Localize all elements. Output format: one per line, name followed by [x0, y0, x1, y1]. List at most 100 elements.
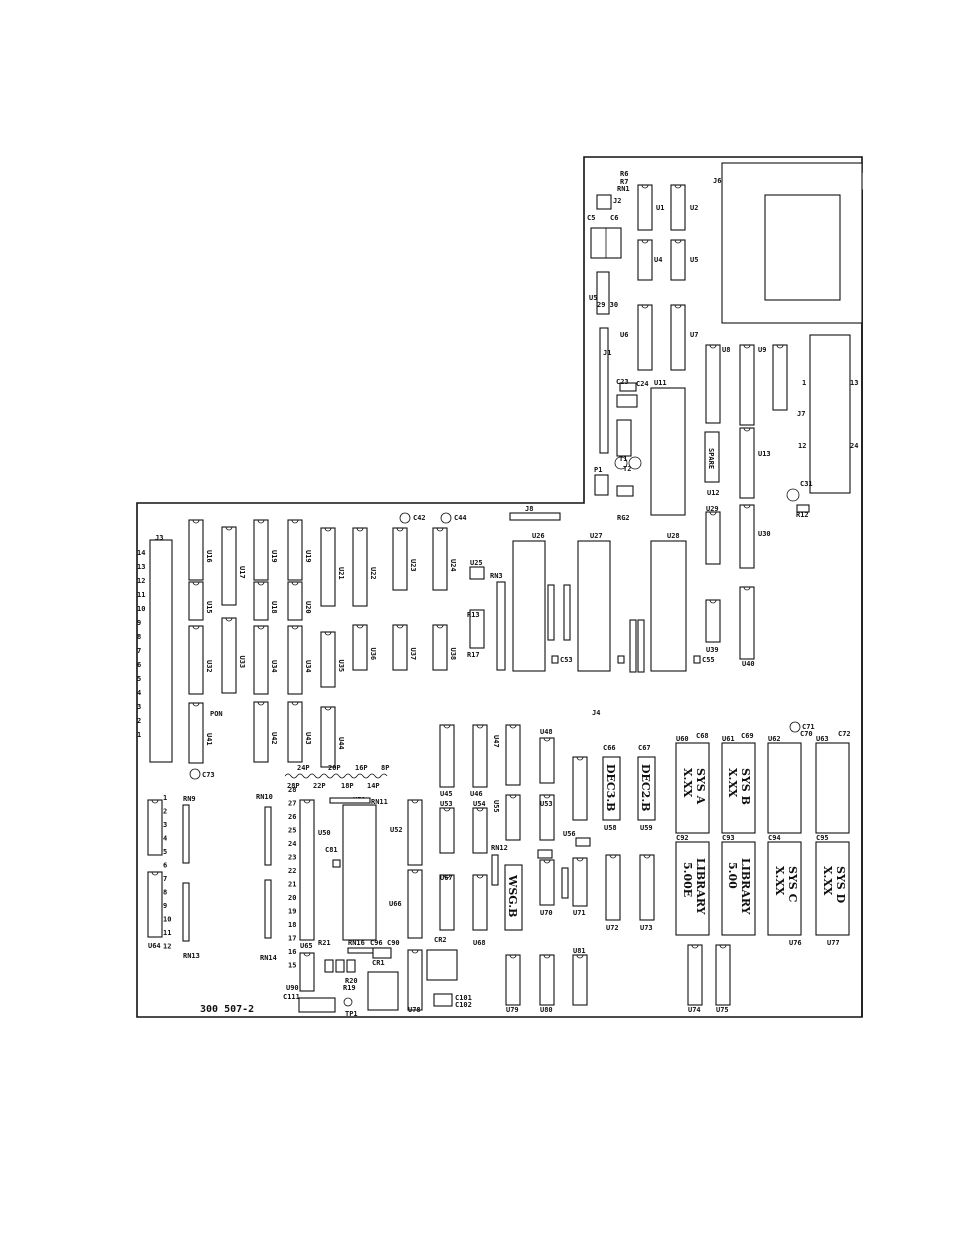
- svg-text:24P: 24P: [297, 764, 310, 772]
- connector-j1: [599, 327, 609, 454]
- ic-label: U13: [758, 450, 771, 458]
- rom-sys-a-label: SYS A: [694, 768, 707, 805]
- ic-u43: [287, 701, 303, 763]
- svg-text:P1: P1: [594, 466, 602, 474]
- svg-text:U26: U26: [532, 532, 545, 540]
- ic-u42: [253, 701, 269, 763]
- ic-chip: [772, 344, 788, 411]
- j3-pin-number: 12: [137, 577, 145, 585]
- svg-text:R19: R19: [343, 984, 356, 992]
- ic-u56: [572, 756, 588, 821]
- rom-dec3-label: DEC3.B: [604, 764, 617, 811]
- j3-pin-number: 4: [137, 689, 141, 697]
- ic-u40: [739, 586, 755, 660]
- svg-text:C111: C111: [283, 993, 300, 1001]
- j3-pin-number: 11: [137, 591, 145, 599]
- ic-u36: [352, 624, 368, 671]
- svg-text:U27: U27: [590, 532, 603, 540]
- svg-text:18P: 18P: [341, 782, 354, 790]
- ic-label: U24: [449, 559, 457, 572]
- ic-u19: [287, 519, 303, 581]
- ic-u68: [472, 874, 488, 931]
- ic-label: U29: [706, 505, 719, 513]
- j7-label: J7: [797, 410, 805, 418]
- ic-u79: [505, 954, 521, 1006]
- ic-label: U65: [300, 942, 313, 950]
- ic-label: U50: [318, 829, 331, 837]
- ic-u51: [342, 804, 377, 941]
- ic-label: U4: [654, 256, 662, 264]
- ic-u18: [253, 581, 269, 621]
- svg-text:U77: U77: [827, 939, 840, 947]
- ic-label: U70: [540, 909, 553, 917]
- ic-u30: [739, 504, 755, 569]
- pon-label: PON: [210, 710, 223, 718]
- svg-text:T2: T2: [623, 465, 631, 473]
- svg-text:U58: U58: [604, 824, 617, 832]
- ic-label: U44: [337, 737, 345, 750]
- ic-u16: [188, 519, 204, 581]
- svg-text:20P: 20P: [328, 764, 341, 772]
- ic-u48: [539, 737, 555, 784]
- socket-pin-number: 17: [288, 935, 296, 943]
- svg-text:C55: C55: [702, 656, 715, 664]
- ic-label: U37: [409, 648, 417, 661]
- j3-pin-number: 7: [137, 647, 141, 655]
- rom-sys-b-version: X.XX: [726, 768, 739, 798]
- ic-label: U68: [473, 939, 486, 947]
- j3-pin-number: 9: [137, 619, 141, 627]
- ic-u1: [637, 184, 653, 231]
- j3-pin-number: 13: [137, 563, 145, 571]
- svg-text:RN13: RN13: [183, 952, 200, 960]
- svg-text:J1: J1: [603, 349, 611, 357]
- svg-text:C67: C67: [638, 744, 651, 752]
- rom-wsg-label: WSG.B: [506, 874, 519, 917]
- j3-pin-number: 5: [137, 675, 141, 683]
- j4-label: J4: [592, 709, 600, 717]
- connector-j6-inner: [764, 194, 841, 301]
- ic-label: U48: [540, 728, 553, 736]
- ic-label: U78: [408, 1006, 421, 1014]
- ic-u47: [505, 724, 521, 786]
- ic-u39: [705, 599, 721, 643]
- ic-label: U67: [440, 874, 453, 882]
- ic-u15: [188, 581, 204, 621]
- ic-u71: [572, 857, 588, 907]
- label-29-30: 29 30: [597, 301, 618, 309]
- svg-text:C102: C102: [455, 1001, 472, 1009]
- ic-u27: [577, 540, 611, 672]
- svg-text:R7: R7: [620, 178, 628, 186]
- ic-u74: [687, 944, 703, 1006]
- ic-u7: [670, 304, 686, 371]
- ic-label: U2: [690, 204, 698, 212]
- ic-u70: [539, 859, 555, 906]
- j3-pin-number: 10: [137, 605, 145, 613]
- ic-label: U34: [270, 660, 278, 673]
- ic-u80: [539, 954, 555, 1006]
- svg-text:R6: R6: [620, 170, 628, 178]
- ic-label: U7: [690, 331, 698, 339]
- socket-pin-number: 1: [163, 794, 167, 802]
- ic-label: U17: [238, 566, 246, 579]
- ic-label: U1: [656, 204, 664, 212]
- ic-label: U55: [492, 800, 500, 813]
- ic-u41: [188, 702, 204, 764]
- socket-pin-number: 26: [288, 813, 296, 821]
- ic-label: U53: [440, 800, 453, 808]
- ic-u78: [407, 949, 423, 1011]
- ic-u26: [512, 540, 546, 672]
- svg-text:C68: C68: [696, 732, 709, 740]
- socket-pin-number: 22: [288, 867, 296, 875]
- svg-text:22P: 22P: [313, 782, 326, 790]
- socket-pin-number: 9: [163, 902, 167, 910]
- svg-text:U90: U90: [286, 984, 299, 992]
- svg-text:28P: 28P: [287, 782, 300, 790]
- ic-u67: [439, 874, 455, 931]
- ic-u19: [253, 519, 269, 581]
- socket-pin-number: 23: [288, 854, 296, 862]
- ic-label: U66: [389, 900, 402, 908]
- j3-pin-number: 6: [137, 661, 141, 669]
- svg-text:J3: J3: [155, 534, 163, 542]
